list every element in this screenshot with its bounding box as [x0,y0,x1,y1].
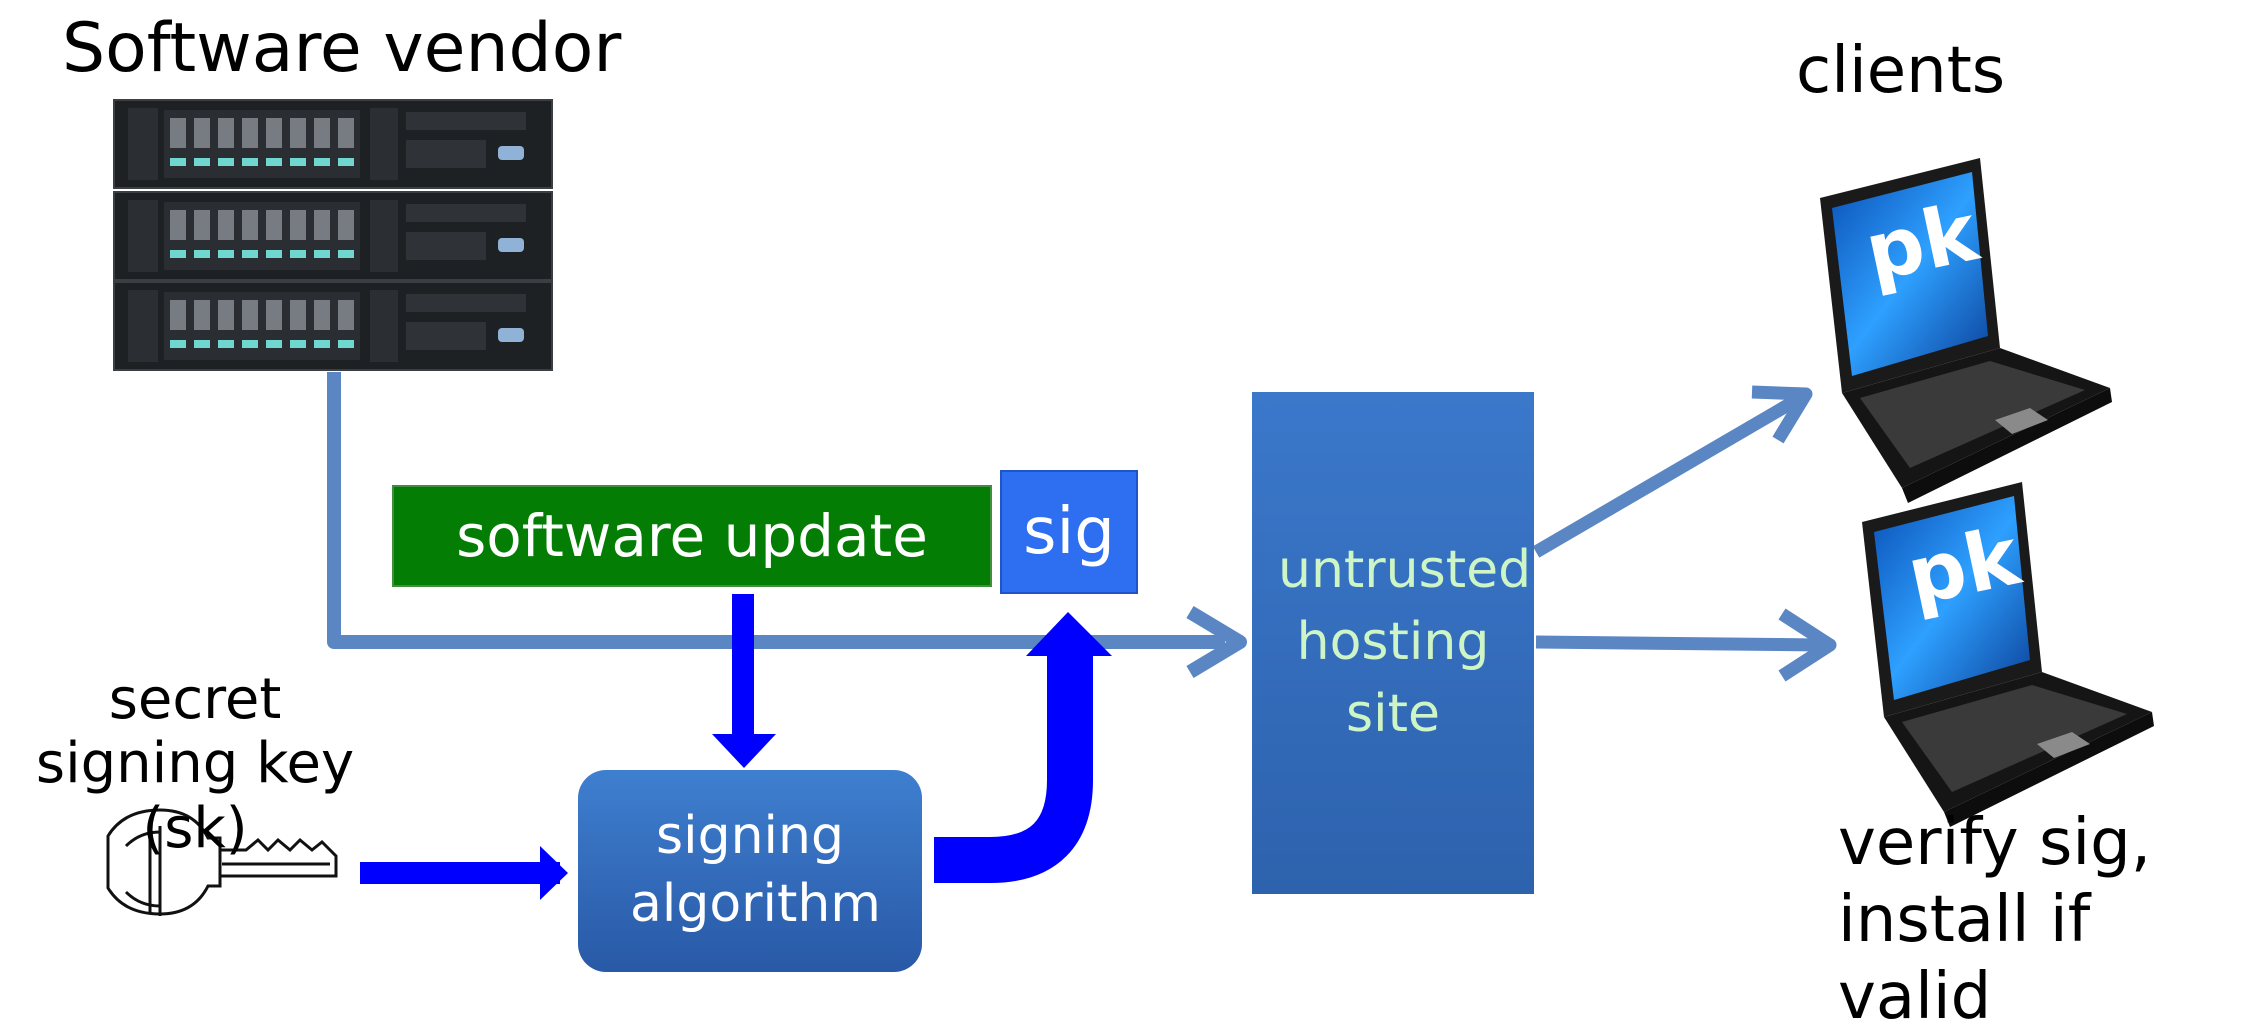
client-arrow-top [1532,385,1813,558]
update-to-algorithm-arrow [712,594,776,768]
diagram-graphics [106,99,2154,916]
software-update-label: software update [456,502,928,570]
software-update-box: software update [392,485,992,587]
hosting-site-label: untrusted hosting site [1278,540,1532,744]
vendor-title: Software vendor [62,9,622,88]
verify-label: verify sig, install if valid [1838,806,2152,1034]
signing-algorithm-label: signing algorithm [630,806,881,934]
signing-algorithm-box: signing algorithm [578,770,922,972]
server-rack-icon [113,99,553,371]
key-to-algorithm-arrow [360,846,568,900]
client-arrow-bottom [1535,608,1837,682]
sig-label: sig [1023,495,1115,569]
hosting-site-box: untrusted hosting site [1252,392,1534,894]
key-icon [106,808,338,916]
sig-box: sig [1000,470,1138,594]
algorithm-to-sig-arrow [934,612,1112,883]
signing-key-label: secret signing key (sk) [35,667,355,861]
clients-title: clients [1796,34,2006,108]
flow-arrow [327,372,1247,679]
